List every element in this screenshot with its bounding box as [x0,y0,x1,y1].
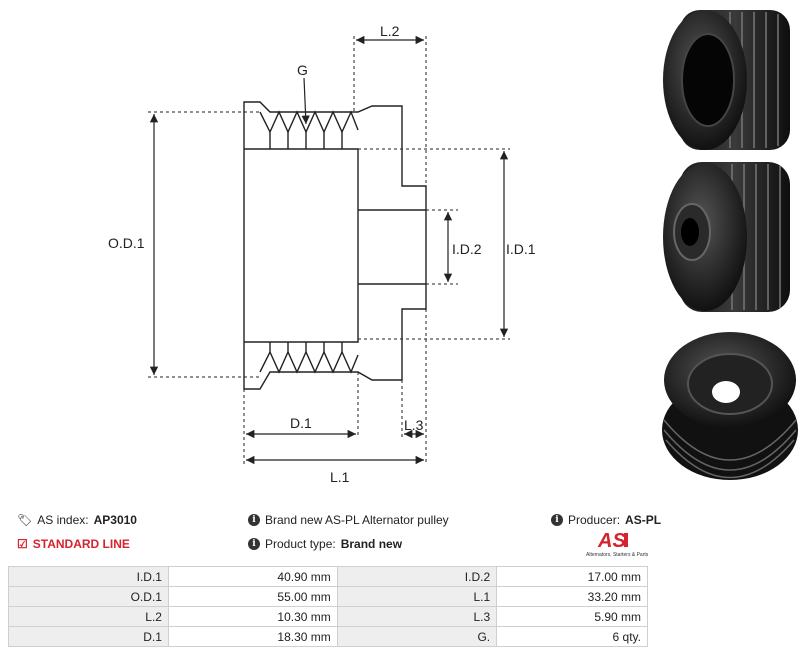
product-type-value: Brand new [340,537,403,551]
as-index-label: AS index: [37,513,89,527]
producer-value: AS-PL [625,513,662,527]
as-index-value: AP3010 [93,513,137,527]
logo-mark: AS [597,530,626,552]
standard-line-label: STANDARD LINE [32,537,130,551]
label-l3: L.3 [404,417,424,433]
pulley-technical-drawing: G L.2 O.D.1 I.D.2 I.D.1 D.1 L.3 L.1 [108,23,536,485]
spec-value: 40.90 mm [167,566,338,587]
spec-value: 6 qty. [496,626,648,647]
check-square-icon: ☑ [17,537,28,551]
spec-value: 18.30 mm [167,626,338,647]
groove-profile-bottom [259,350,359,374]
g-leader-line [301,77,310,125]
spec-label: L.3 [336,606,498,627]
spec-label: L.2 [8,606,169,627]
producer: i Producer: AS-PL [551,513,661,527]
label-l1: L.1 [330,469,350,485]
logo-tagline: Alternators, Starters & Parts [586,552,649,558]
label-l2: L.2 [380,23,400,39]
spec-value: 33.20 mm [496,586,648,607]
pulley-photo-angled [662,332,798,480]
spec-value: 5.90 mm [496,606,648,627]
product-type-label: Product type: [265,537,336,551]
spec-label: G. [336,626,498,647]
standard-line: ☑ STANDARD LINE [17,537,130,551]
product-type: i Product type: Brand new [248,537,402,551]
spec-label: L.1 [336,586,498,607]
label-g: G [297,62,308,78]
pulley-photo-front [663,162,790,312]
as-pl-logo: AS Alternators, Starters & Parts [586,530,649,558]
groove-profile-top [259,110,359,134]
product-photos [662,10,798,480]
info-icon: i [248,538,260,550]
description-text: Brand new AS-PL Alternator pulley [265,513,449,527]
spec-value: 55.00 mm [167,586,338,607]
pulley-photo-side [663,10,790,150]
label-id2: I.D.2 [452,241,482,257]
pulley-profile [243,101,427,390]
label-od1: O.D.1 [108,235,145,251]
spec-label: I.D.2 [336,566,498,587]
info-icon: i [248,514,260,526]
info-icon: i [551,514,563,526]
as-index: 🏷 AS index: AP3010 [17,513,137,527]
label-d1: D.1 [290,415,312,431]
spec-label: I.D.1 [8,566,169,587]
product-info: 🏷 AS index: AP3010 ☑ STANDARD LINE i Bra… [0,505,800,565]
description: i Brand new AS-PL Alternator pulley [248,513,449,527]
spec-label: O.D.1 [8,586,169,607]
spec-value: 10.30 mm [167,606,338,627]
tags-icon: 🏷 [17,513,33,527]
label-id1: I.D.1 [506,241,536,257]
spec-label: D.1 [8,626,169,647]
spec-value: 17.00 mm [496,566,648,587]
producer-label: Producer: [568,513,621,527]
